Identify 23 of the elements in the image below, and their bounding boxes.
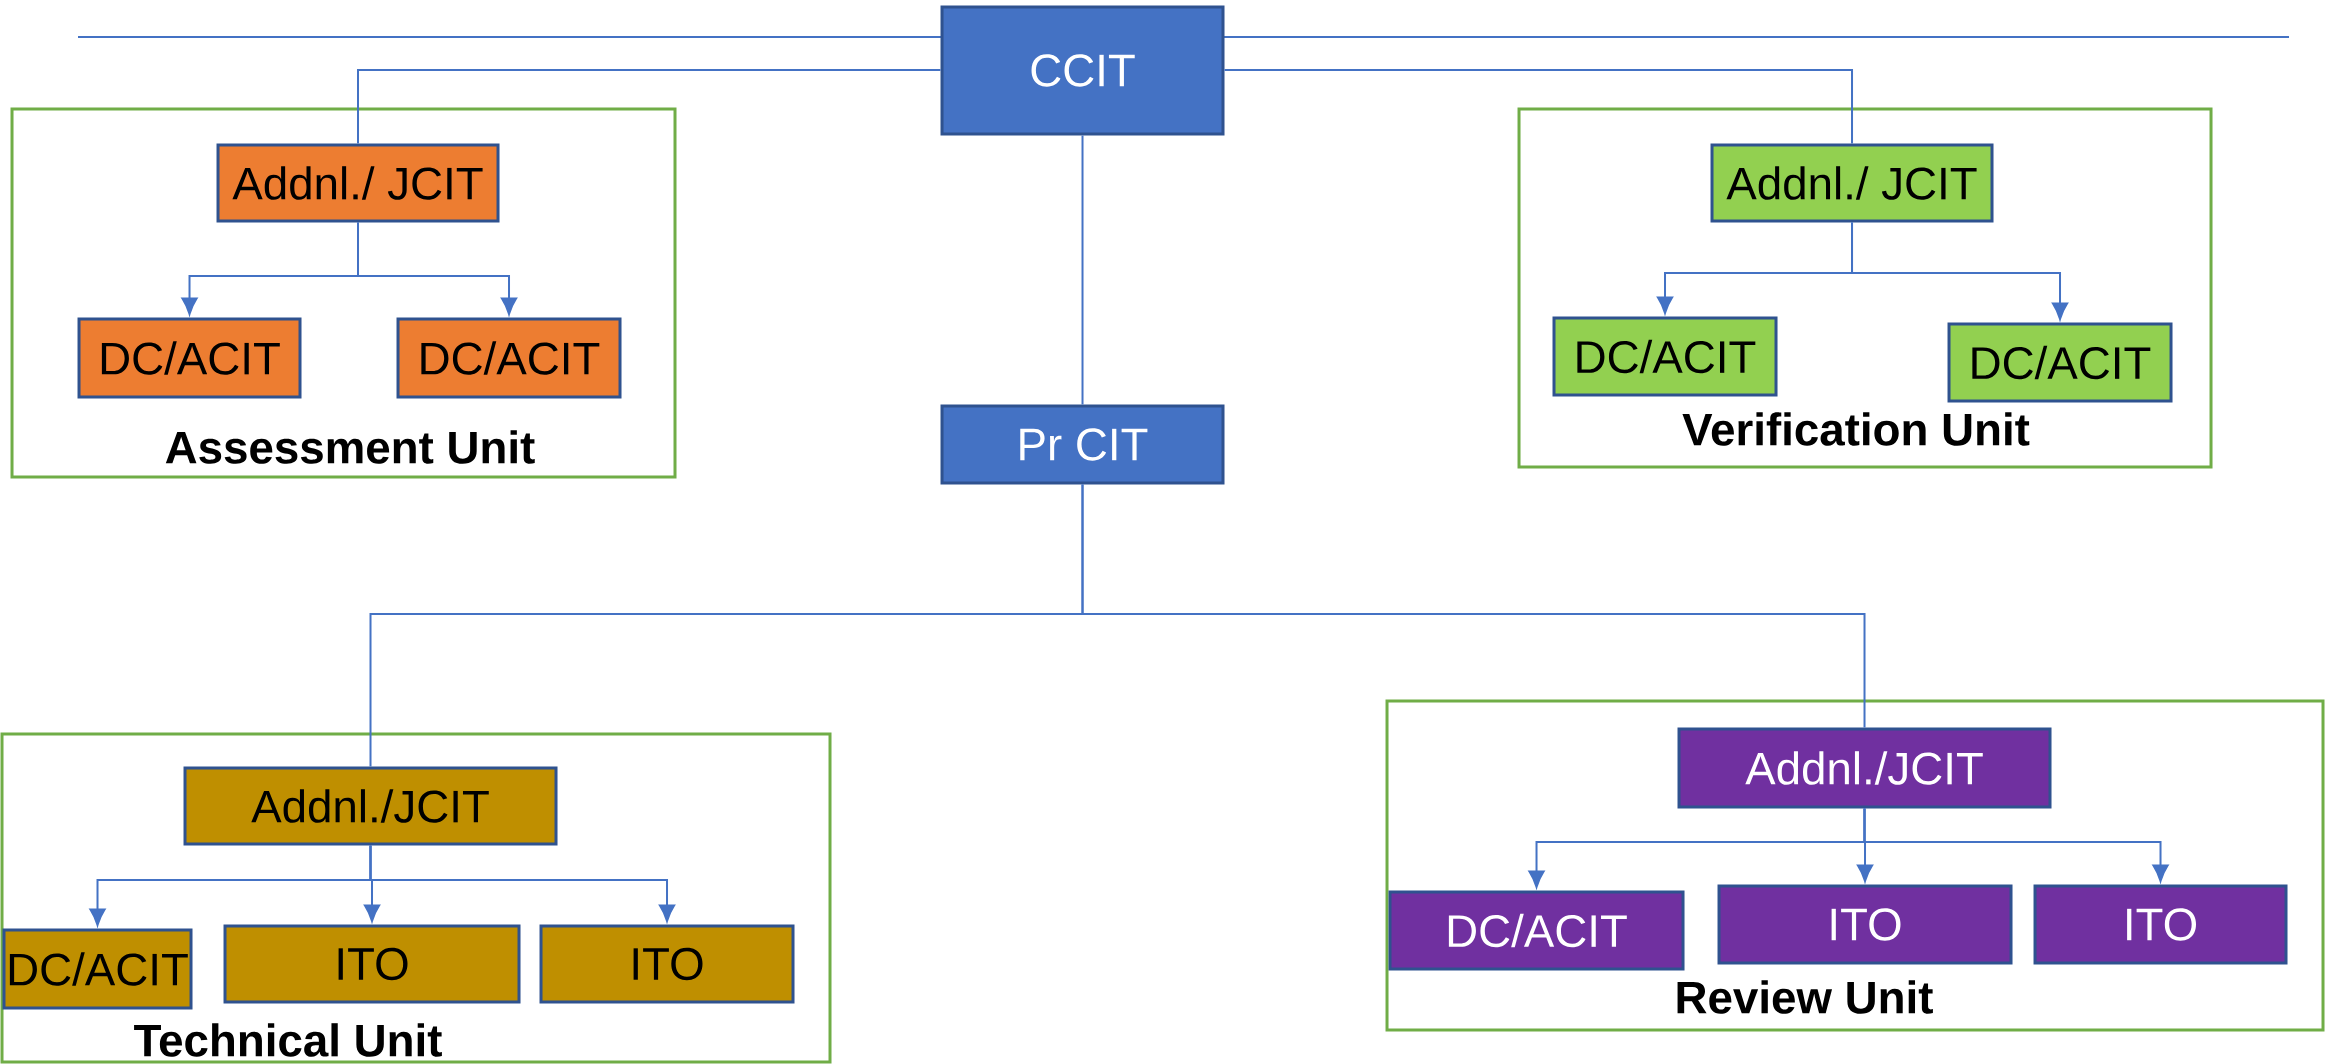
- role-box: ITO: [223, 924, 521, 1004]
- role-box: Addnl./JCIT: [183, 766, 558, 846]
- role-box: ITO: [2033, 884, 2288, 965]
- role-box: ITO: [1717, 884, 2013, 965]
- role-box: ITO: [539, 924, 795, 1004]
- connector: [1851, 221, 2069, 321]
- role-box: Pr CIT: [940, 404, 1225, 485]
- connector: [1223, 69, 1853, 145]
- role-box: DC/ACIT: [396, 317, 622, 399]
- connector: [357, 69, 942, 145]
- role-box: DC/ACIT: [2, 928, 193, 1010]
- role-box: Addnl./JCIT: [1677, 727, 2052, 809]
- role-box: Addnl./ JCIT: [1710, 143, 1994, 223]
- connector: [1081, 483, 1866, 729]
- connector: [1081, 134, 1084, 406]
- role-box: Addnl./ JCIT: [216, 143, 500, 223]
- role-box: DC/ACIT: [1552, 316, 1778, 397]
- connector: [369, 844, 676, 922]
- role-box: CCIT: [940, 5, 1225, 136]
- connector: [357, 221, 518, 315]
- role-box: DC/ACIT: [1388, 890, 1685, 971]
- role-box: DC/ACIT: [77, 317, 302, 399]
- role-box: DC/ACIT: [1947, 322, 2173, 403]
